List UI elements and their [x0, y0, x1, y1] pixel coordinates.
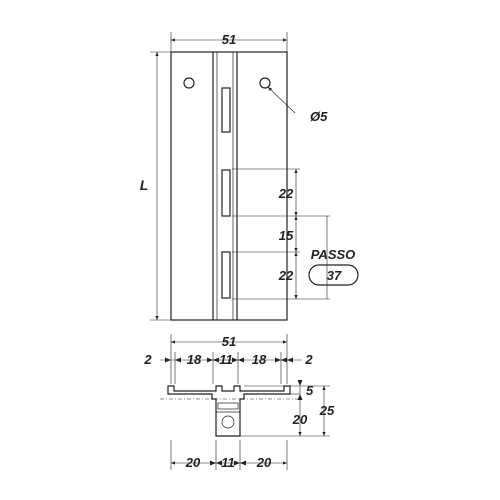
hole-diameter-label: Ø5: [310, 109, 328, 124]
pitch-value-box: [308, 264, 359, 286]
knuckle-slot: [221, 251, 231, 299]
pitch-value: 37: [327, 268, 342, 283]
bottom-dim-label: 20: [256, 455, 272, 470]
right-dim-label: 25: [319, 403, 335, 418]
top-dim-label: 2: [143, 352, 152, 367]
top-dim-label: 11: [219, 352, 233, 367]
hinge-cross-section: [167, 385, 291, 437]
top-view: 51 L Ø5 22 15 22: [140, 32, 359, 321]
width-label: 51: [222, 32, 236, 47]
slot-length-label-2: 22: [278, 268, 294, 283]
bottom-dim-label: 11: [221, 455, 235, 470]
top-dim-label: 2: [304, 352, 313, 367]
top-dim-label: 18: [187, 352, 202, 367]
right-dim-label: 5: [306, 383, 314, 398]
right-dim-label: 20: [292, 412, 308, 427]
bottom-dim-label: 20: [185, 455, 201, 470]
slot-length-label: 22: [278, 186, 294, 201]
pitch-caption: PASSO: [311, 247, 356, 262]
mounting-hole-right: [259, 77, 271, 89]
gap-label: 15: [279, 228, 294, 243]
mounting-hole-left: [183, 77, 195, 89]
length-label: L: [140, 177, 149, 193]
top-dim-label: 18: [252, 352, 267, 367]
section-view: 51 2 18 11 18 2 5: [143, 334, 335, 470]
knuckle-slot: [221, 87, 231, 133]
hole-leader: [267, 86, 296, 114]
knuckle-slot: [221, 169, 231, 217]
hinge-plate: [170, 51, 288, 321]
overall-width-label: 51: [222, 334, 236, 349]
